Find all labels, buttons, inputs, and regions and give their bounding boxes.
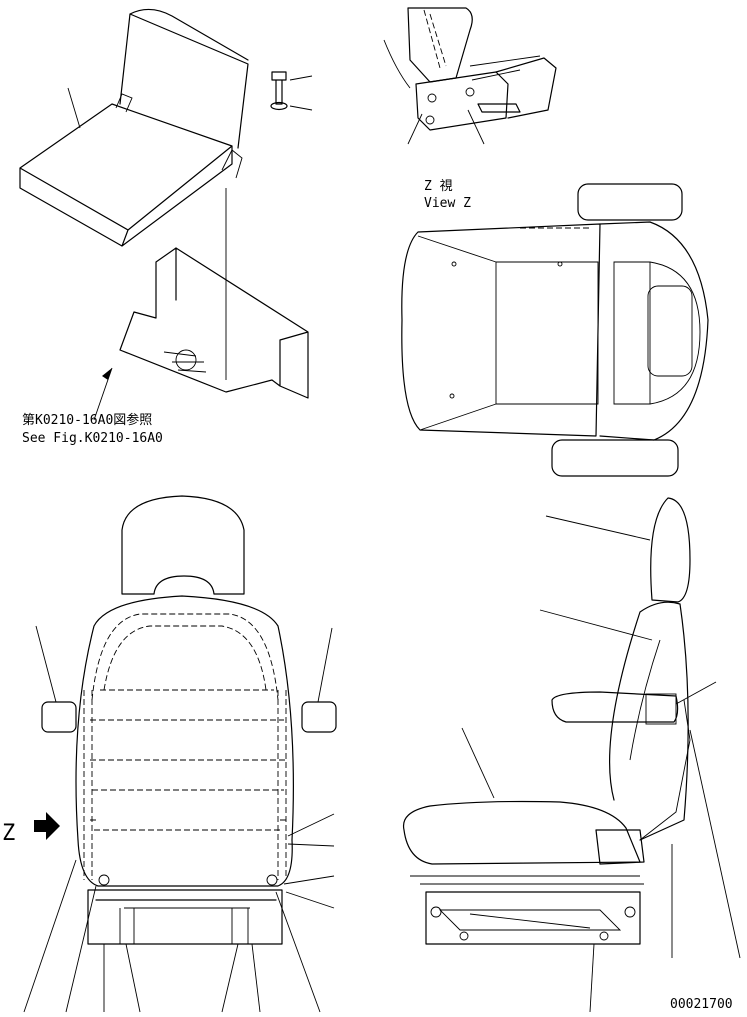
- seat-outline-top: [401, 223, 601, 437]
- z-marker: Z: [2, 821, 15, 846]
- backrest-front: [75, 595, 294, 841]
- backrest-side: [608, 601, 689, 841]
- armrest-bottom: [551, 439, 679, 477]
- seat-base-front: [87, 889, 283, 945]
- exploded-seat-view: [19, 8, 313, 421]
- view-z-label-jp: Z 視: [424, 179, 453, 194]
- armrest-side: [551, 691, 679, 723]
- side-view: [402, 497, 741, 1013]
- seat-cushion: [19, 103, 233, 247]
- reference-label-jp: 第K0210-16A0図参照: [22, 412, 152, 428]
- view-z-label-en: View Z: [424, 196, 471, 211]
- headrest-side: [650, 497, 691, 603]
- cushion-side: [402, 800, 641, 865]
- armrest-right: [301, 701, 337, 733]
- view-z-top-view: [401, 183, 709, 477]
- armrest-left: [41, 701, 77, 733]
- reference-label-en: See Fig.K0210-16A0: [22, 431, 163, 446]
- drawing-number: 00021700: [670, 997, 733, 1012]
- mounting-plate: [119, 247, 309, 399]
- front-view: [23, 495, 337, 1013]
- headrest-front: [121, 495, 245, 595]
- lever-detail-view: [383, 7, 557, 145]
- bolt-part: [271, 71, 287, 105]
- seat-base-side: [425, 891, 641, 945]
- view-z-arrow: [34, 812, 60, 840]
- washer-part: [270, 101, 288, 111]
- armrest-top: [577, 183, 683, 221]
- seat-backrest: [119, 8, 249, 149]
